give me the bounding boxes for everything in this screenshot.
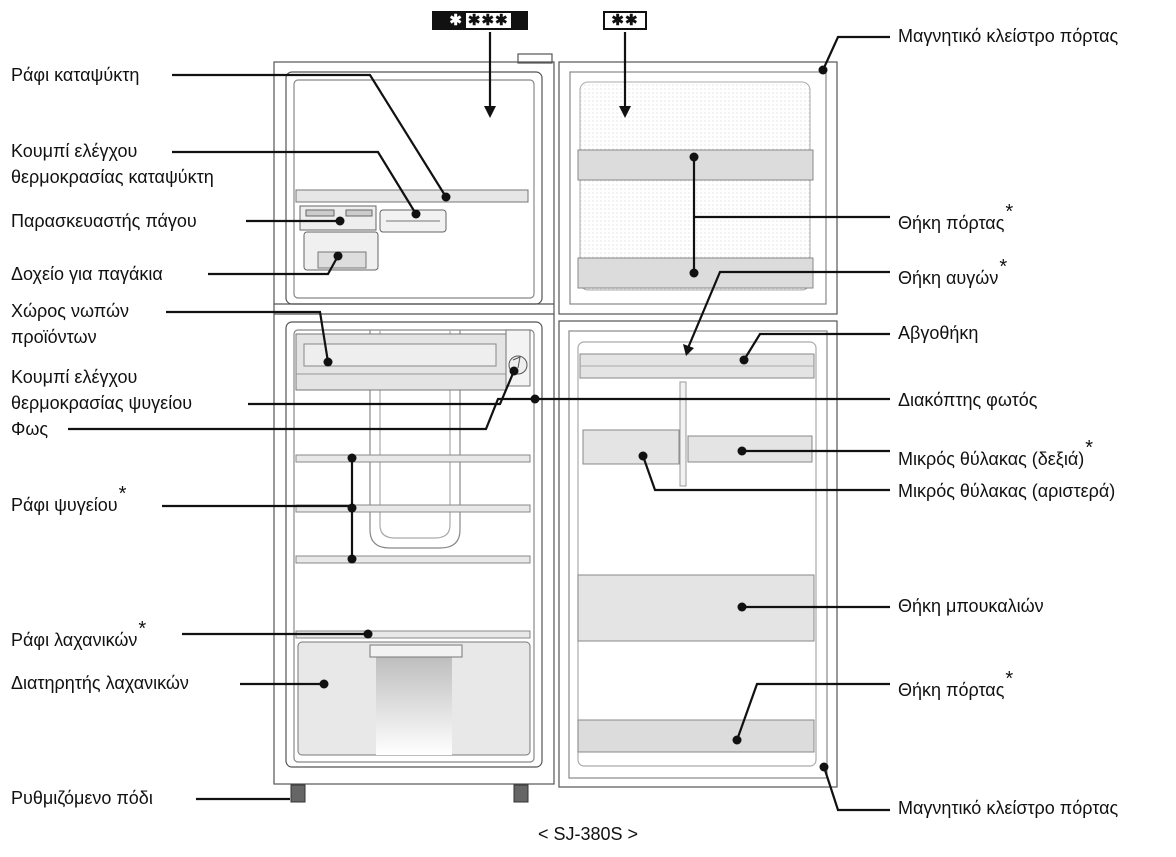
door-pocket-bottom <box>577 719 815 753</box>
label-freezer-temp-knob-line1: Κουμπί ελέγχου <box>11 141 138 161</box>
doors <box>558 61 838 788</box>
refrigerator-body <box>273 53 555 785</box>
fridge-shelves <box>295 454 531 639</box>
label-small-pocket-left: Μικρός θύλακας (αριστερά) <box>898 481 1116 501</box>
label-egg-pocket: Θήκη αυγών* <box>898 256 1008 288</box>
label-door-pocket-bottom: Θήκη πόρτας* <box>898 668 1014 700</box>
label-ice-tray: Δοχείο για παγάκια <box>11 264 163 284</box>
door-star-rating-badge: ✱✱ <box>603 11 647 30</box>
label-magnetic-seal-bottom: Μαγνητικό κλείστρο πόρτας <box>898 798 1119 818</box>
freezer-shelf <box>295 189 529 203</box>
label-light-switch: Διακόπτης φωτός <box>898 390 1038 410</box>
label-door-pocket-top: Θήκη πόρτας* <box>898 201 1014 233</box>
label-fridge-temp-knob-line1: Κουμπί ελέγχου <box>11 367 138 387</box>
leader-dots <box>319 65 829 772</box>
adjustable-foot-right <box>513 784 529 803</box>
label-fridge-temp-knob-line2: θερμοκρασίας ψυγείου <box>11 393 193 413</box>
label-light: Φως <box>11 419 49 439</box>
label-crisper: Διατηρητής λαχανικών <box>11 673 189 693</box>
label-ice-maker: Παρασκευαστής πάγου <box>11 211 197 231</box>
leader-lines <box>68 32 890 812</box>
label-freezer-shelf: Ράφι καταψύκτη <box>11 65 140 85</box>
label-fresh-case-line2: προϊόντων <box>11 327 97 347</box>
label-bottle-pocket: Θήκη μπουκαλιών <box>898 596 1044 616</box>
freezer-star-rating-badge: ✱✱✱✱ <box>432 11 528 30</box>
label-vegetable-shelf: Ράφι λαχανικών* <box>11 618 147 650</box>
model-caption: < SJ-380S > <box>537 824 639 844</box>
label-egg-tray: Αβγοθήκη <box>898 323 979 343</box>
label-adjustable-foot: Ρυθμιζόμενο πόδι <box>11 788 153 808</box>
freezer-stars: ✱✱✱ <box>465 12 511 29</box>
label-small-pocket-right: Μικρός θύλακας (δεξιά)* <box>898 437 1094 469</box>
label-fresh-case-line1: Χώρος νωπών <box>11 301 130 321</box>
label-fridge-shelf: Ράφι ψυγείου* <box>11 483 127 515</box>
label-magnetic-seal-top: Μαγνητικό κλείστρο πόρτας <box>898 26 1119 46</box>
arrowheads <box>484 106 694 356</box>
label-freezer-temp-knob-line2: θερμοκρασίας καταψύκτη <box>11 167 214 187</box>
adjustable-foot-left <box>290 784 306 803</box>
freezer-star-symbol: ✱ <box>449 12 463 29</box>
small-pocket-left <box>582 429 680 465</box>
small-pocket-right <box>687 435 813 463</box>
